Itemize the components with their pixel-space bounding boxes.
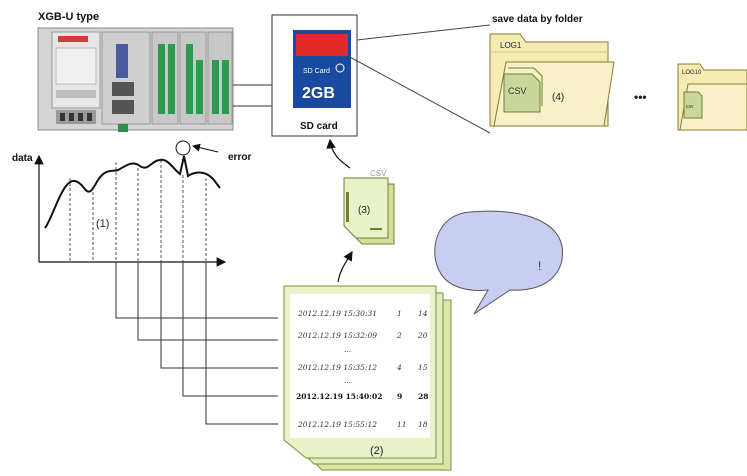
sd-card-icon: SD Card (293, 30, 351, 108)
log-row-1-time: 2012.12.19 15:30:31 (297, 309, 377, 318)
arrow-sheet-to-csv (337, 250, 353, 283)
log-row-5-idx: 11 (397, 420, 407, 429)
log-ellipsis-1: ... (344, 345, 351, 354)
log-sheet (283, 285, 452, 471)
folder-file-label: CSV (508, 86, 527, 96)
folder-log10-file: csv (686, 104, 694, 110)
bubble-text: ! (538, 259, 541, 273)
data-curve (44, 155, 221, 229)
log-row-5-time: 2012.12.19 15:55:12 (297, 420, 377, 429)
speech-bubble (434, 210, 564, 315)
folders-heading: save data by folder (492, 14, 583, 25)
plc-device (37, 27, 234, 132)
step-1-label: (1) (96, 218, 109, 230)
log-row-3-idx: 4 (396, 363, 402, 372)
sd-card-capacity: 2GB (302, 85, 335, 102)
log-row-1-idx: 1 (397, 309, 402, 318)
step-4-label: (4) (552, 92, 564, 103)
log-row-5-val: 18 (418, 420, 428, 429)
connector-lines (115, 262, 278, 425)
csv-file-icon (503, 67, 543, 113)
step-3-label: (3) (358, 205, 370, 216)
sd-card-caption: SD card (300, 121, 338, 132)
csv-file-large (343, 177, 395, 245)
diagram-title: XGB-U type (38, 11, 99, 23)
error-marker (175, 140, 191, 156)
folder-log10 (677, 63, 747, 131)
folder-log1-label: LOG1 (500, 41, 522, 50)
chart-y-label: data (12, 153, 33, 164)
log-ellipsis-2: ... (344, 376, 351, 385)
folders-ellipsis: ••• (634, 90, 647, 104)
log-row-4-val: 28 (418, 392, 428, 401)
log-row-3-time: 2012.12.19 15:35:12 (297, 363, 377, 372)
csv-label: CSV (370, 169, 387, 178)
log-row-3-val: 15 (418, 363, 428, 372)
log-row-4-idx: 9 (397, 392, 402, 401)
log-row-1-val: 14 (418, 309, 428, 318)
log-row-4-time: 2012.12.19 15:40:02 (296, 392, 382, 401)
log-row-2-time: 2012.12.19 15:32:09 (297, 331, 377, 340)
log-row-2-val: 20 (417, 331, 428, 340)
sample-lines (69, 160, 207, 262)
log-row-2-idx: 2 (396, 331, 402, 340)
step-2-label: (2) (370, 445, 383, 457)
error-label: error (228, 152, 251, 163)
svg-text:SD Card: SD Card (303, 68, 330, 75)
folder-log10-label: LOG10 (682, 70, 702, 76)
arrow-csv-to-sd (326, 138, 351, 169)
